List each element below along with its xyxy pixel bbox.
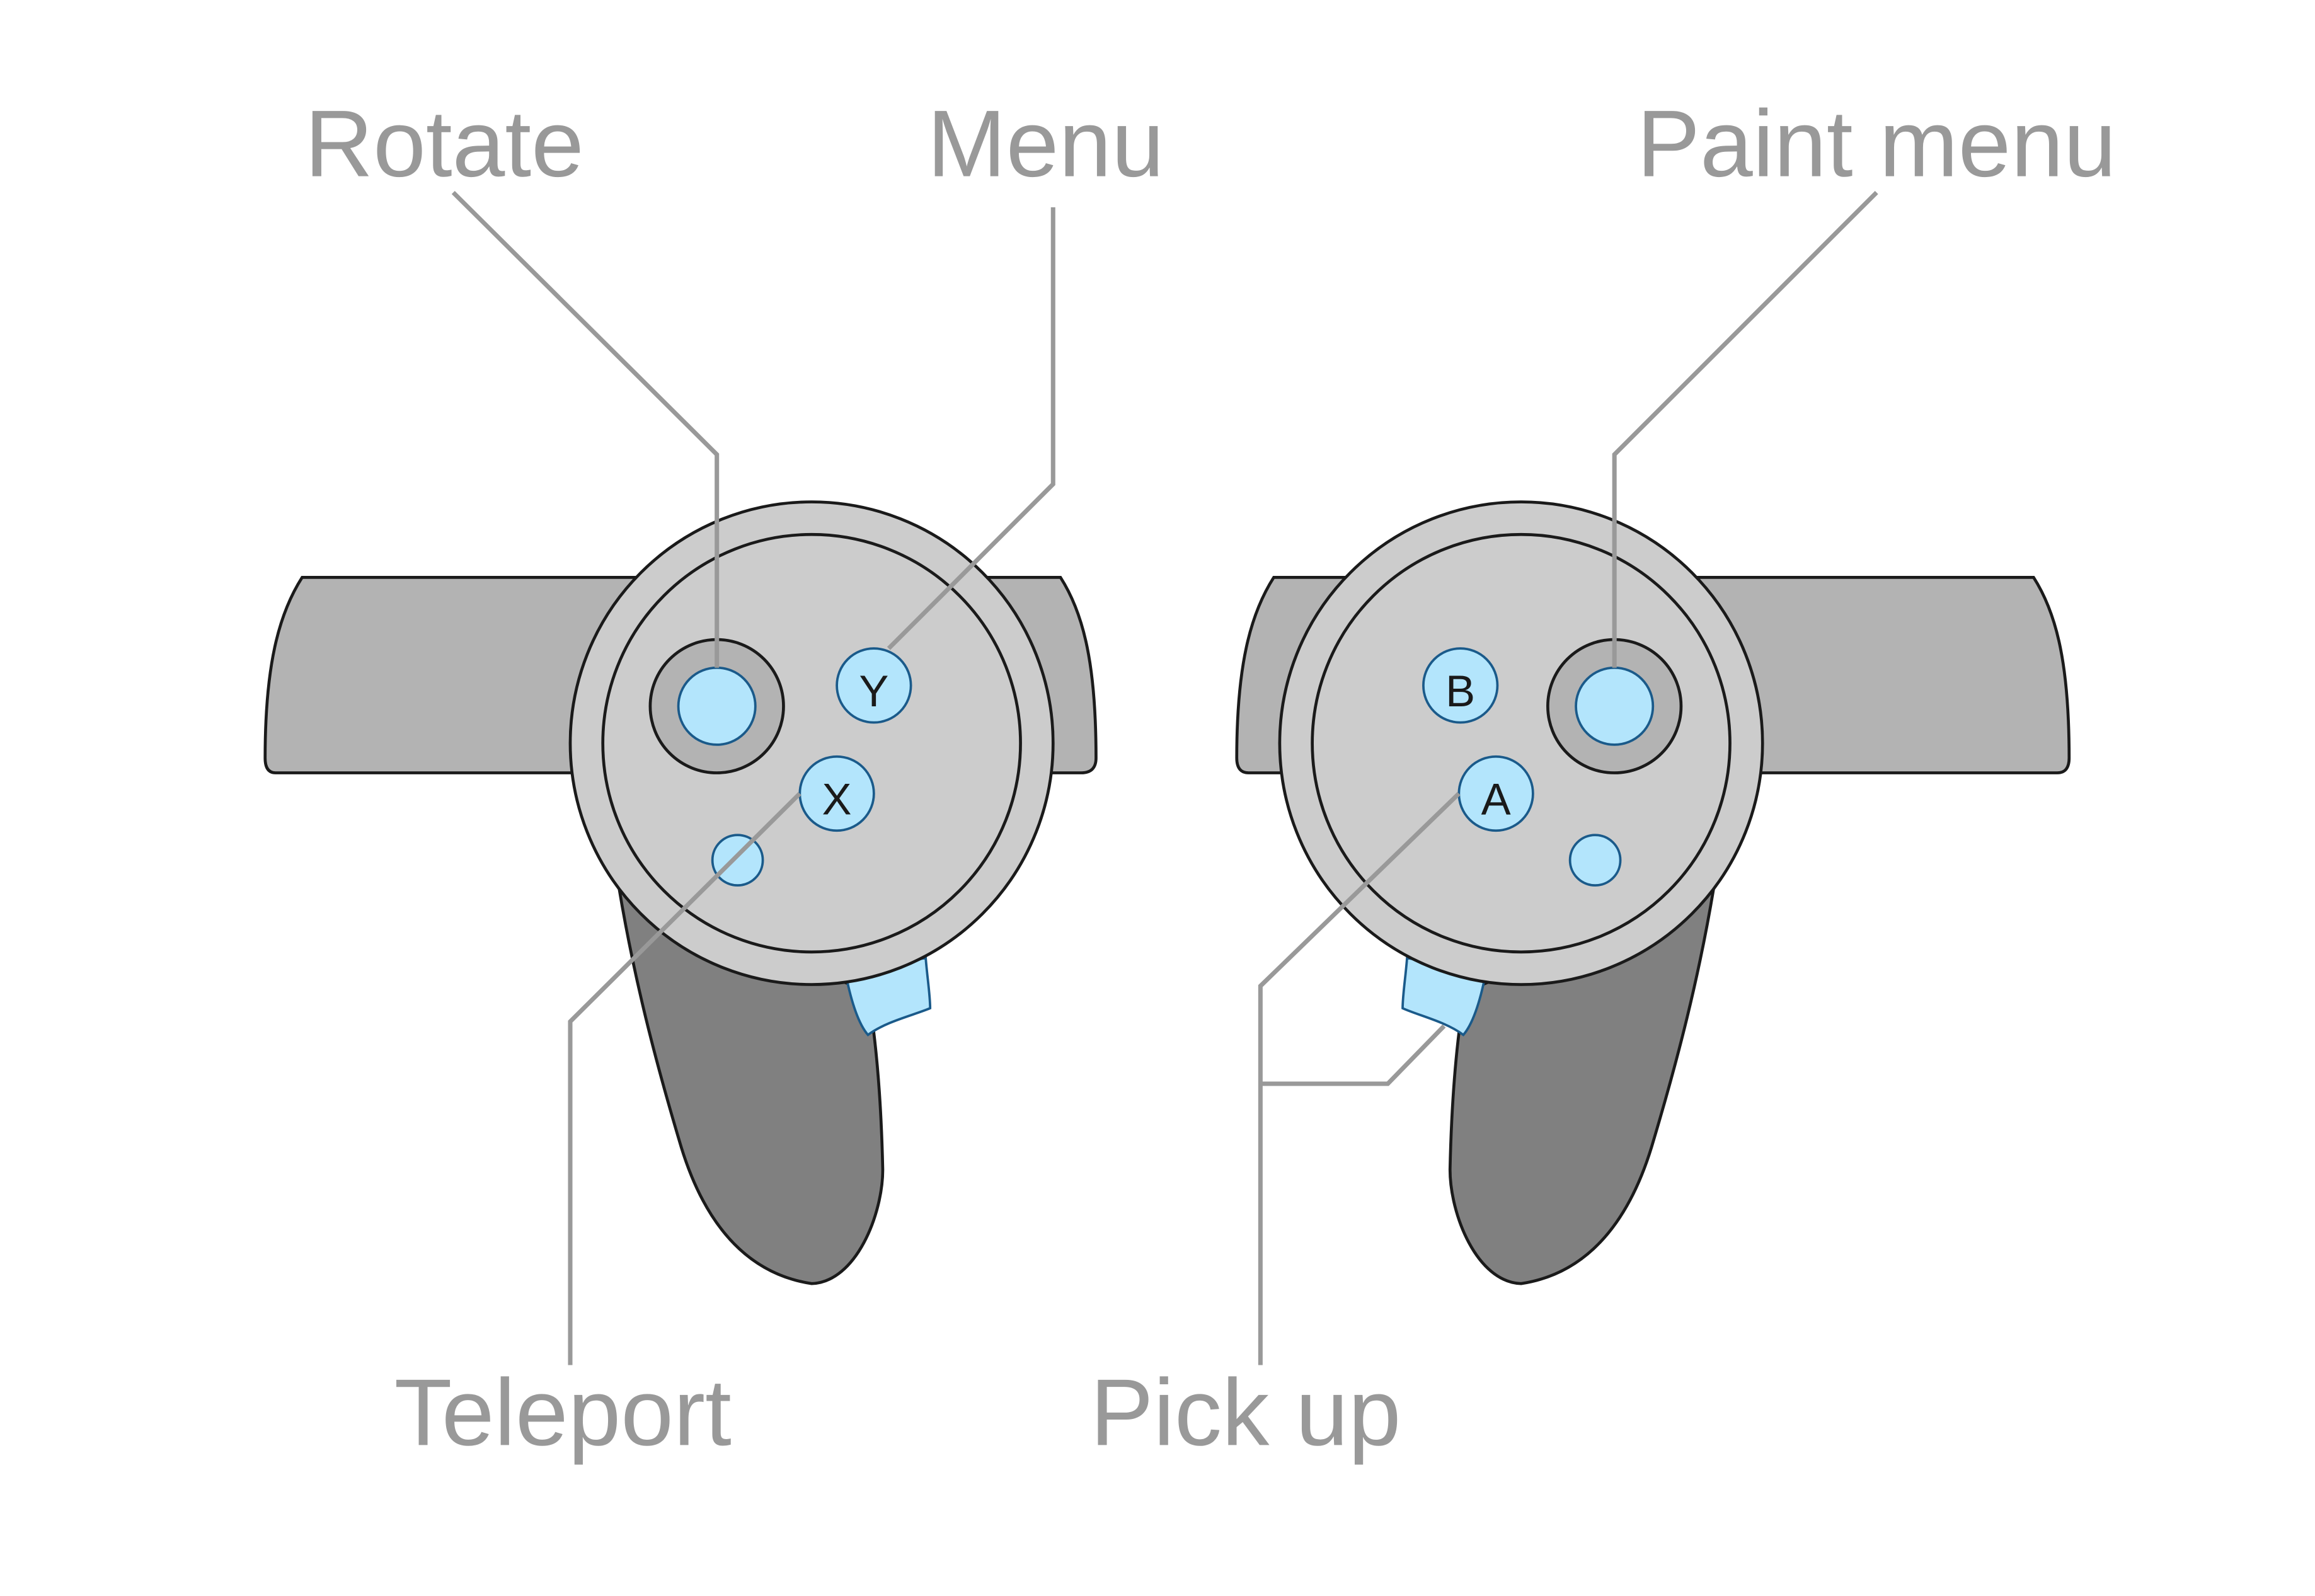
- right-thumbstick[interactable]: [1575, 666, 1655, 746]
- menu-label: Menu: [927, 91, 1164, 197]
- y-button-label: Y: [859, 666, 888, 716]
- pick-up-label: Pick up: [1090, 1359, 1401, 1465]
- pick-up-leader-button: [1258, 791, 1461, 1365]
- a-button-label: A: [1481, 774, 1511, 824]
- left-controller: Y X: [263, 500, 1098, 1285]
- b-button-label: B: [1445, 666, 1475, 716]
- pick-up-leader-trigger: [1260, 1024, 1446, 1086]
- x-button-label: X: [822, 774, 852, 824]
- paint-menu-label: Paint menu: [1637, 91, 2117, 197]
- b-button[interactable]: [1422, 647, 1499, 724]
- teleport-leader: [568, 791, 801, 1365]
- menu-leader: [887, 207, 1055, 650]
- right-controller: B A: [1235, 500, 2071, 1285]
- leader-lines: [451, 190, 1878, 1365]
- left-thumbstick[interactable]: [677, 666, 757, 746]
- callout-labels: Rotate Menu Paint menu Teleport Pick up: [305, 91, 2117, 1466]
- right-menu-button[interactable]: [1568, 834, 1622, 887]
- left-menu-button[interactable]: [711, 834, 764, 887]
- rotate-label: Rotate: [305, 91, 584, 197]
- teleport-label: Teleport: [394, 1359, 732, 1465]
- right-controller-grip: [1448, 886, 1716, 1285]
- right-controller-face: [1311, 532, 1732, 954]
- left-controller-grip: [617, 886, 885, 1285]
- y-button[interactable]: [836, 647, 912, 724]
- rotate-leader: [451, 190, 720, 668]
- paint-menu-leader: [1612, 190, 1878, 668]
